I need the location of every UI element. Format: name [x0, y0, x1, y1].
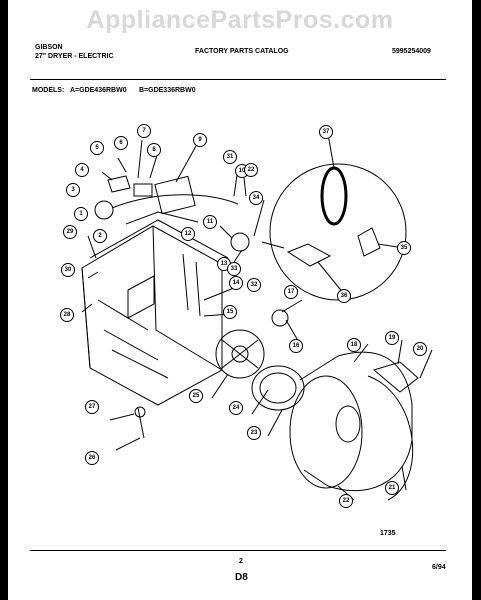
callout-21[interactable]: 21	[385, 481, 399, 495]
callout-35[interactable]: 35	[397, 241, 411, 255]
callout-3[interactable]: 3	[66, 183, 80, 197]
callout-17[interactable]: 17	[284, 285, 298, 299]
svg-text:16: 16	[293, 343, 300, 349]
svg-text:31: 31	[227, 154, 234, 160]
svg-text:32: 32	[251, 282, 258, 288]
svg-text:26: 26	[89, 455, 96, 461]
callout-25[interactable]: 25	[189, 389, 203, 403]
svg-text:36: 36	[341, 293, 348, 299]
callout-37[interactable]: 37	[319, 125, 333, 139]
callout-36[interactable]: 36	[337, 289, 351, 303]
callout-33[interactable]: 33	[227, 262, 241, 276]
svg-text:29: 29	[67, 229, 74, 235]
callout-4[interactable]: 4	[75, 163, 89, 177]
svg-text:33: 33	[231, 266, 238, 272]
callout-18[interactable]: 18	[347, 338, 361, 352]
svg-text:8: 8	[152, 147, 156, 153]
callout-6[interactable]: 6	[114, 136, 128, 150]
footer-rule	[30, 550, 446, 551]
blower-wheel	[215, 329, 265, 379]
callout-30[interactable]: 30	[61, 263, 75, 277]
exploded-parts-diagram: 1 2 3 4 5 6 7 8 9 10 11 12 13 14 15 16 1…	[60, 124, 433, 508]
svg-text:25: 25	[193, 393, 200, 399]
models-label: MODELS:	[32, 87, 65, 94]
svg-text:9: 9	[198, 137, 202, 143]
callout-29[interactable]: 29	[63, 225, 77, 239]
callout-23[interactable]: 23	[247, 426, 261, 440]
svg-text:21: 21	[389, 485, 396, 491]
callout-2[interactable]: 2	[93, 229, 107, 243]
callout-22-drum[interactable]: 22	[339, 494, 353, 508]
svg-text:1: 1	[79, 211, 83, 217]
part-callouts: 1 2 3 4 5 6 7 8 9 10 11 12 13 14 15 16 1…	[60, 124, 427, 508]
callout-8[interactable]: 8	[147, 143, 161, 157]
callout-5[interactable]: 5	[90, 141, 104, 155]
svg-text:23: 23	[251, 430, 258, 436]
svg-text:20: 20	[417, 346, 424, 352]
svg-text:19: 19	[389, 335, 396, 341]
lint-filter	[154, 175, 196, 215]
svg-text:34: 34	[253, 195, 260, 201]
svg-text:12: 12	[185, 231, 192, 237]
svg-text:13: 13	[221, 261, 228, 267]
detail-inset	[269, 163, 407, 301]
watermark: AppliancePartsPros.com	[86, 6, 394, 34]
callout-20[interactable]: 20	[413, 342, 427, 356]
svg-text:24: 24	[233, 405, 240, 411]
callout-27[interactable]: 27	[85, 400, 99, 414]
svg-text:17: 17	[288, 289, 295, 295]
callout-12[interactable]: 12	[181, 227, 195, 241]
svg-text:15: 15	[227, 309, 234, 315]
callout-34[interactable]: 34	[249, 191, 263, 205]
callout-24[interactable]: 24	[229, 401, 243, 415]
svg-text:10: 10	[239, 168, 246, 174]
svg-text:35: 35	[401, 245, 408, 251]
model-b: B=GDE336RBW0	[139, 87, 196, 94]
callout-11[interactable]: 11	[203, 215, 217, 229]
callout-26[interactable]: 26	[85, 451, 99, 465]
product-title: 27" DRYER - ELECTRIC	[35, 53, 114, 60]
svg-text:22: 22	[343, 498, 350, 504]
callout-7[interactable]: 7	[137, 124, 151, 138]
callout-32[interactable]: 32	[247, 278, 261, 292]
callout-9[interactable]: 9	[193, 133, 207, 147]
svg-text:4: 4	[80, 167, 84, 173]
svg-text:27: 27	[89, 404, 96, 410]
revision-date: 6/94	[432, 564, 446, 571]
svg-text:22: 22	[248, 167, 255, 173]
callout-28[interactable]: 28	[60, 308, 74, 322]
svg-text:2: 2	[98, 233, 102, 239]
svg-text:3: 3	[71, 187, 75, 193]
callout-1[interactable]: 1	[74, 207, 88, 221]
catalog-page: AppliancePartsPros.com GIBSON 27" DRYER …	[8, 0, 472, 600]
svg-text:14: 14	[233, 280, 240, 286]
document-number: 5995254009	[392, 48, 431, 55]
drum	[327, 351, 413, 492]
svg-text:37: 37	[323, 129, 330, 135]
header-rule	[30, 79, 446, 80]
svg-text:18: 18	[351, 342, 358, 348]
svg-text:30: 30	[65, 267, 72, 273]
svg-text:7: 7	[142, 128, 146, 134]
callout-14[interactable]: 14	[229, 276, 243, 290]
section-code: D8	[235, 572, 248, 583]
svg-text:28: 28	[64, 312, 71, 318]
page-number: 2	[239, 558, 243, 565]
callout-15[interactable]: 15	[223, 305, 237, 319]
callout-19[interactable]: 19	[385, 331, 399, 345]
drum-baffle	[372, 361, 419, 393]
model-a: A=GDE436RBW0	[70, 87, 127, 94]
callout-16[interactable]: 16	[289, 339, 303, 353]
callout-31[interactable]: 31	[223, 150, 237, 164]
brand-name: GIBSON	[35, 44, 63, 51]
callout-22-top[interactable]: 22	[244, 163, 258, 177]
diagram-code: 1735	[380, 530, 396, 537]
svg-text:5: 5	[95, 145, 99, 151]
svg-text:6: 6	[119, 140, 123, 146]
svg-text:11: 11	[207, 219, 214, 225]
cabinet-frame	[81, 225, 223, 406]
catalog-title: FACTORY PARTS CATALOG	[195, 48, 289, 55]
